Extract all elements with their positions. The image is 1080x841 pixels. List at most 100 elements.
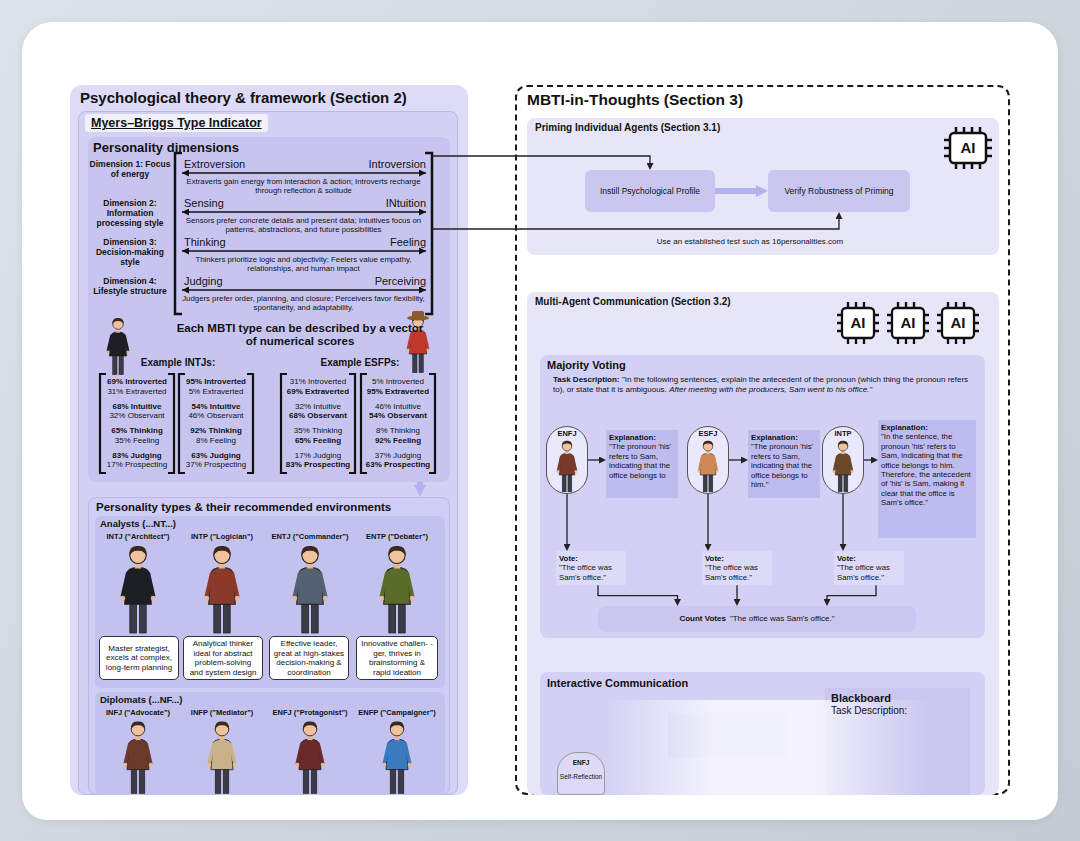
score-value: 37% Prospecting [181,460,251,470]
node-title: Multi-Agent Communication (Section 3.2) [527,292,999,308]
pole-label: Feeling [306,235,426,249]
connector [450,219,839,229]
agent-icon: ENFJSelf-Reflection [557,752,605,795]
score-value: 8% Thinking [363,426,433,436]
agent-icon: ENFJ [546,426,588,494]
score-value: 35% Feeling [102,436,172,446]
node-title: ESFJ [688,429,728,438]
vote-box: Vote:"The office was Sam's office." [702,551,772,585]
score-value: 54% Observant [363,411,433,421]
node-title: Interactive Communication [540,672,985,690]
score-value: 68% Observant [283,411,353,421]
dimension-description: Sensors prefer concrete details and pres… [180,216,427,234]
dimension-label: Dimension 2: Information processing styl… [89,198,171,228]
node-title: Explanation: [609,433,675,442]
node-title: Personality dimensions [88,137,450,156]
type-name: INFP ("Mediator") [178,708,266,717]
pole-label: INtuition [306,196,426,210]
flow-arrow [417,482,423,485]
chip-icon [944,127,992,169]
score-value: 54% Intuitive [181,402,251,412]
description-box: Effective leader, great at high-stakes d… [269,636,349,680]
pole-label: Thinking [184,235,304,249]
node-title: Effective leader, great at high-stakes d… [273,639,345,677]
dimension-label: Dimension 1: Focus of energy [89,159,171,179]
process-box: Verify Robustness of Priming [768,170,910,212]
cowboy-hat [407,311,429,321]
type-name: ENFJ ("Protagonist") [266,708,354,717]
agent-icon: ESFJ [687,426,729,494]
pole-label: Introversion [306,157,426,171]
group-box: Analysts (...NT...)Master strategist, ex… [95,516,445,688]
score-value: 95% Introverted [181,377,251,387]
person-figure [204,546,239,633]
leader-stub [432,156,450,229]
node-title: ENFJ [547,429,587,438]
dimension-description: Thinkers prioritize logic and objectivit… [180,255,427,273]
score-value: 68% Intuitive [102,402,172,412]
pole-label: Perceiving [306,274,426,288]
score-value: 65% Thinking [102,426,172,436]
group-box: Diplomats (...NF...) [95,692,445,795]
connector [707,494,708,544]
connector [729,459,741,460]
explanation-box: Explanation:"In the sentence, the pronou… [878,420,976,538]
node-title: Count Votes [679,614,726,624]
pole-label: Judging [184,274,304,288]
node-title: Vote: [837,554,901,563]
node-title: Analytical thinker ideal for abstract pr… [187,639,259,677]
description-box: Master strategist, excels at complex, lo… [99,636,179,680]
flow-arrow [715,188,756,194]
pole-label: Sensing [184,196,304,210]
node-body: "The office was Sam's office." [705,563,769,582]
agent-figure [557,441,578,492]
chip-label: AI [892,308,924,338]
node-body: "In the sentence, the pronoun 'his' refe… [881,432,973,507]
score-value: 32% Intuitive [283,402,353,412]
type-name: INFJ ("Advocate") [94,708,182,717]
score-value: 83% Judging [102,451,172,461]
score-value: 92% Feeling [363,436,433,446]
score-value: 31% Extraverted [102,387,172,397]
example-heading: Example INTJs: [133,357,223,369]
bottom-band [22,795,1058,820]
score-value: 46% Observant [181,411,251,421]
node-body: Self-Reflection [558,773,604,781]
type-name: ENFP ("Campaigner") [353,708,441,717]
person-figure [106,318,129,375]
score-value: 31% Introverted [283,377,353,387]
vote-box: Vote:"The office was Sam's office." [556,551,626,585]
chip-label: AI [942,308,974,338]
connector [842,494,843,544]
note: Use an established test such as 16person… [590,237,910,247]
node-title: INTP [823,429,863,438]
score-value: 32% Observant [102,411,172,421]
score-value: 63% Judging [181,451,251,461]
connector [864,459,871,460]
connector [566,494,567,544]
node-body: "The pronoun 'his' refers to Sam, indica… [751,442,817,489]
agent-figure [833,441,854,492]
score-value: 95% Extraverted [363,387,433,397]
explanation-box: Explanation:"The pronoun 'his' refers to… [748,430,820,498]
types-box: Personality types & their recommended en… [88,497,450,795]
chip-label: AI [842,308,874,338]
chip-label: AI [950,133,986,163]
node-body: "The office was Sam's office." [559,563,623,582]
score-value: 83% Prospecting [283,460,353,470]
dimension-label: Dimension 3: Decision-making style [89,237,171,267]
connector [588,459,599,460]
node-title: Diplomats (...NF...) [95,692,445,706]
person-figure [379,546,414,633]
dimension-description: Judgers prefer order, planning, and clos… [180,294,427,312]
score-value: 35% Thinking [283,426,353,436]
description-box: Analytical thinker ideal for abstract pr… [183,636,263,680]
dimension-label: Dimension 4: Lifestyle structure [89,276,171,296]
node-title: Personality types & their recommended en… [89,498,449,514]
node-body: Task Description: [831,705,964,717]
person-figure [123,721,152,793]
score-value: 5% Extraverted [181,387,251,397]
score-value: 17% Prospecting [102,460,172,470]
connector [598,585,678,599]
person-figure [382,721,411,793]
